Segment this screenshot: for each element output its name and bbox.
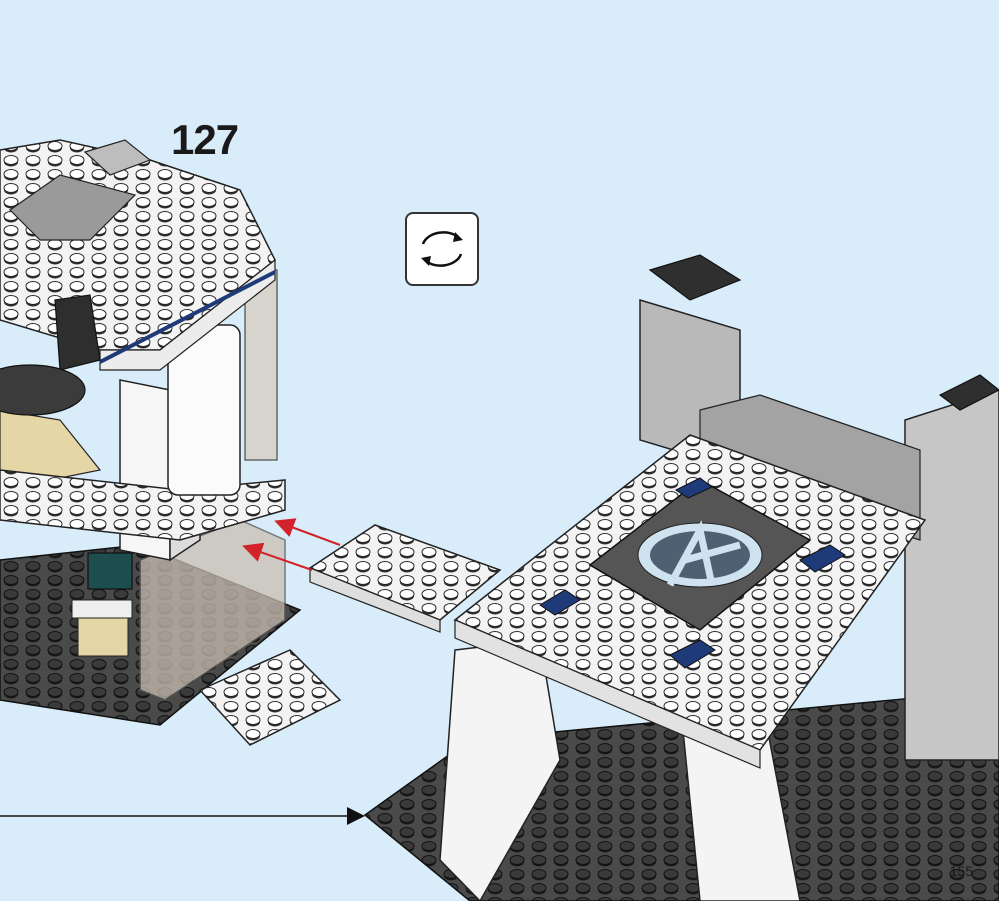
tower-right-top [938,374,999,411]
roof-edge [99,258,276,371]
rotate-model-icon [405,212,479,286]
page-number: 155 [949,863,973,879]
gray-tile [83,139,152,176]
dark-chair [54,294,101,371]
blue-tile-1 [539,589,581,616]
loose-plate [198,649,342,746]
roof-stripe [99,270,276,364]
connector-plate [308,524,502,633]
tower-left-top [648,254,742,301]
computer-terminal [87,552,133,590]
assembly-arrow-lower [242,542,313,571]
blue-tile-4 [675,477,713,499]
assembly-arrow-upper [274,518,341,546]
tower-right [904,389,999,761]
rotate-arrows [421,231,463,267]
left-roof [0,139,276,351]
round-table [0,364,86,416]
terminal-keyboard [71,599,133,619]
blue-tile-2 [669,639,716,669]
terminal-stand [77,617,129,657]
left-module [0,139,342,746]
step-number: 127 [171,116,239,163]
helipad-a-symbol [666,520,741,587]
gray-slope [9,174,137,241]
trans-panel [244,269,278,461]
blue-tile-3 [799,544,846,573]
right-module [363,254,999,901]
platform-edge [454,619,761,769]
tan-wall [0,409,102,491]
